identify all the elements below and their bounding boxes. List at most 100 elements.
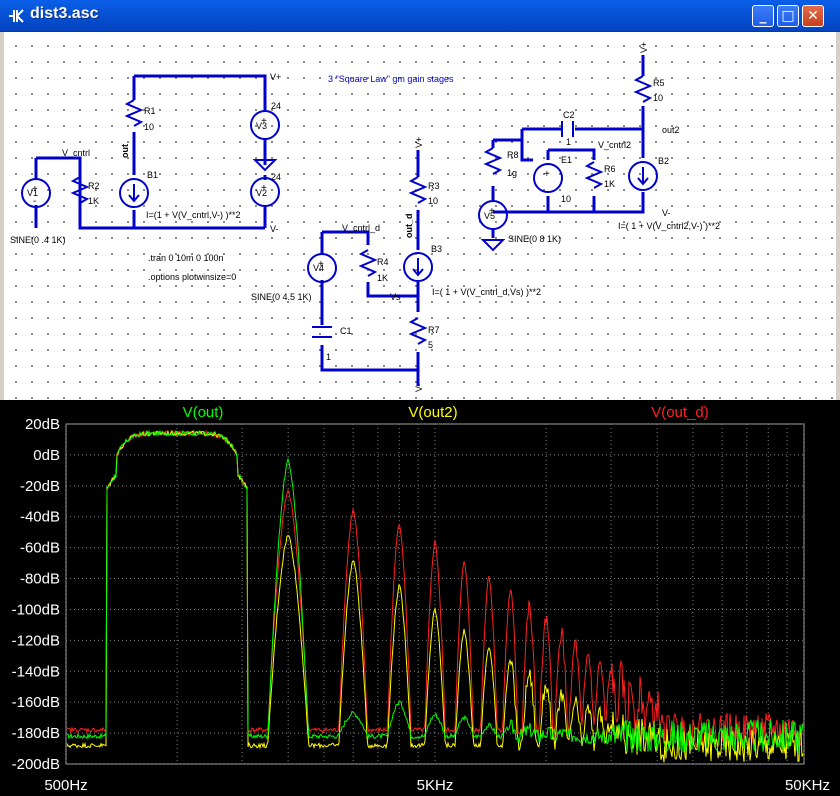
close-button[interactable]: ✕	[802, 5, 824, 27]
net-vminus-c: V-	[662, 208, 671, 218]
source-V3	[250, 110, 280, 140]
window-titlebar[interactable]: dist3.asc _ □ ✕	[0, 0, 840, 32]
value-C1: 1	[326, 352, 331, 362]
resistor-R7	[408, 317, 428, 345]
y-tick-label: -160dB	[12, 694, 60, 711]
value-B3: I=( 1 + V(V_cntrl_d,Vs) )**2	[432, 287, 541, 297]
legend-entry[interactable]: V(out_d)	[651, 404, 709, 421]
source-E1	[533, 163, 563, 193]
y-axis-labels: 20dB 0dB -20dB -40dB -60dB -80dB -100dB -120dB -…	[12, 416, 60, 773]
y-tick-label: 0dB	[33, 447, 60, 464]
y-tick-label: -80dB	[20, 571, 60, 588]
label-V3: V3	[256, 121, 267, 131]
y-tick-label: -120dB	[12, 632, 60, 649]
waveform-viewer[interactable]: 20dB 0dB -20dB -40dB -60dB -80dB -100dB -120dB -…	[0, 400, 840, 796]
y-tick-label: -60dB	[20, 540, 60, 557]
value-R4: 1K	[377, 273, 388, 283]
directive-tran: .tran 0 10m 0 100n	[148, 253, 224, 263]
schematic-comment: 3 "Square Law" gm gain stages	[328, 74, 454, 84]
resistor-R8	[483, 147, 503, 175]
source-V1	[21, 178, 51, 208]
resistor-R4	[358, 249, 378, 277]
value-R5: 10	[653, 93, 663, 103]
net-vminus-b: V-	[414, 383, 424, 392]
x-axis-labels: 500Hz 5KHz 50KHz	[44, 777, 830, 794]
y-tick-label: -40dB	[20, 509, 60, 526]
label-B1: B1	[147, 170, 158, 180]
svg-text:+: +	[318, 259, 324, 270]
value-V1: SINE(0 .4 1K)	[10, 235, 66, 245]
schematic-editor[interactable]: +- ++ ++ + R1 10 R2 1K R3 10 R4 1K R5 10…	[0, 32, 840, 400]
label-C2: C2	[563, 110, 575, 120]
resistor-R3	[408, 176, 428, 204]
net-out2: out2	[662, 125, 680, 135]
svg-text:+: +	[261, 116, 267, 127]
value-R2: 1K	[88, 196, 99, 206]
label-B3: B3	[431, 244, 442, 254]
y-tick-label: -180dB	[12, 725, 60, 742]
resistor-R5	[633, 75, 653, 103]
x-tick-label: 5KHz	[417, 777, 454, 794]
source-polarity: +- ++ ++ +	[32, 116, 550, 270]
value-R8: 1g	[507, 168, 517, 178]
net-vminus-a: V-	[270, 224, 279, 234]
net-vplus-a: V+	[270, 72, 281, 82]
value-V3: 24	[271, 101, 281, 111]
schematic-wires	[34, 55, 645, 386]
value-V2: 24	[271, 172, 281, 182]
value-R1: 10	[144, 122, 154, 132]
fft-plot[interactable]: 20dB 0dB -20dB -40dB -60dB -80dB -100dB -120dB -…	[0, 400, 840, 796]
value-R7: 5	[428, 340, 433, 350]
ltspice-app-icon	[9, 9, 24, 23]
minimize-button[interactable]: _	[752, 5, 774, 27]
plot-legend: V(out) V(out2) V(out_d)	[183, 404, 709, 421]
net-v-cntrl2: V_cntrl2	[598, 140, 631, 150]
label-C1: C1	[340, 326, 352, 336]
label-R6: R6	[604, 164, 616, 174]
net-out: out	[120, 144, 130, 158]
legend-entry[interactable]: V(out2)	[408, 404, 457, 421]
schematic-labels: R1 10 R2 1K R3 10 R4 1K R5 10 R6 1K R7 5…	[10, 42, 720, 392]
schematic-symbols	[21, 75, 658, 345]
svg-text:+: +	[489, 206, 495, 217]
value-R6: 1K	[604, 179, 615, 189]
source-V5	[478, 200, 508, 230]
value-V4: SINE(0 4.5 1K)	[251, 292, 312, 302]
label-R3: R3	[428, 181, 440, 191]
source-B1	[119, 178, 149, 208]
trace-v-out-	[66, 429, 804, 753]
label-R5: R5	[653, 78, 665, 88]
x-tick-label: 500Hz	[44, 777, 87, 794]
legend-entry[interactable]: V(out)	[183, 404, 224, 421]
window-title: dist3.asc	[30, 5, 99, 22]
value-E1: 10	[561, 194, 571, 204]
value-C2: 1	[566, 137, 571, 147]
svg-text:+: +	[261, 183, 267, 194]
plot-traces	[66, 429, 804, 763]
value-B2: I=( 1 + V(V_cntrl2,V-) )**2	[618, 221, 720, 231]
maximize-button[interactable]: □	[777, 5, 799, 27]
y-tick-label: 20dB	[25, 416, 60, 433]
x-tick-label: 50KHz	[785, 777, 830, 794]
source-V4	[307, 253, 337, 283]
capacitor-C2	[561, 121, 574, 137]
label-V5: V5	[484, 211, 495, 221]
schematic-canvas[interactable]: +- ++ ++ + R1 10 R2 1K R3 10 R4 1K R5 10…	[4, 32, 836, 400]
y-tick-label: -200dB	[12, 756, 60, 773]
value-R3: 10	[428, 196, 438, 206]
resistor-R1	[124, 99, 144, 127]
value-V5: SINE(0 8 1K)	[508, 234, 561, 244]
net-vplus-c: V+	[639, 42, 649, 53]
y-tick-label: -20dB	[20, 478, 60, 495]
label-R1: R1	[144, 106, 156, 116]
net-v-cntrl: V_cntrl	[62, 148, 90, 158]
net-out-d: out_d	[404, 214, 414, 239]
resistor-R6	[584, 161, 604, 189]
y-tick-label: -100dB	[12, 601, 60, 618]
svg-text:-: -	[33, 196, 36, 207]
capacitor-C1	[312, 326, 332, 338]
label-V2: V2	[256, 188, 267, 198]
source-V2	[250, 177, 280, 207]
label-B2: B2	[658, 156, 669, 166]
resistor-R2	[70, 176, 90, 204]
